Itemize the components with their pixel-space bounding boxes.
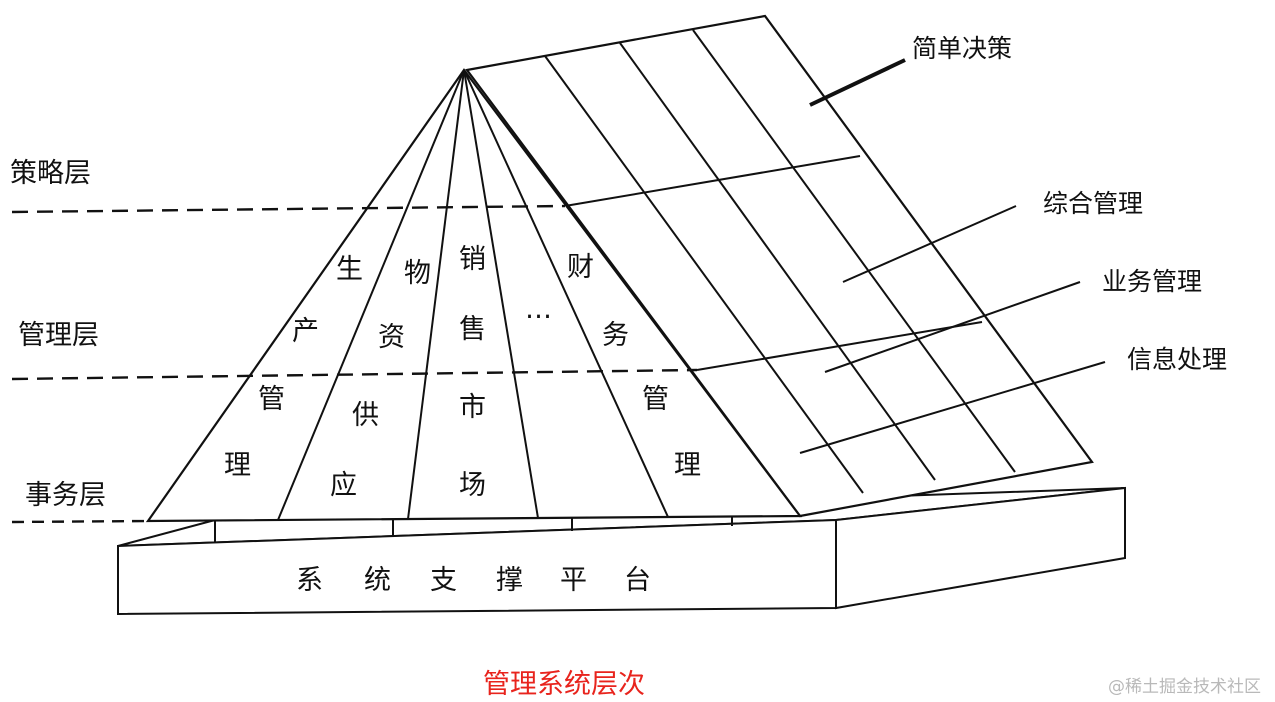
- roof-stripe: [544, 55, 864, 494]
- platform-char: 统: [364, 565, 391, 596]
- platform-char: 台: [624, 565, 651, 596]
- level-label-strategic: 策略层: [10, 158, 91, 189]
- platform-side-face: [835, 486, 1126, 610]
- function-char: 销: [459, 244, 486, 275]
- pyramid: [145, 68, 803, 523]
- operational-separator: [11, 519, 149, 524]
- function-ellipsis: …: [525, 294, 552, 325]
- platform-char: 支: [430, 565, 457, 596]
- function-char: 应: [330, 470, 357, 501]
- level-label-management: 管理层: [18, 320, 99, 351]
- level-separators: [11, 204, 698, 524]
- function-char: 售: [459, 314, 486, 345]
- function-char: 资: [378, 322, 405, 353]
- platform-char: 平: [560, 565, 587, 596]
- function-char: 产: [292, 316, 319, 347]
- function-char: 理: [224, 450, 251, 481]
- strategic-separator: [11, 204, 566, 214]
- management-separator: [11, 368, 698, 381]
- fan-line: [463, 69, 539, 519]
- function-char: 生: [336, 254, 363, 285]
- function-finance: 财 务 管 理: [567, 252, 701, 481]
- watermark: @稀土掘金技术社区: [1108, 677, 1261, 697]
- function-char: 市: [459, 392, 486, 423]
- roof-band-line: [564, 155, 861, 207]
- function-production: 生 产 管 理: [224, 254, 363, 481]
- fan-line: [463, 69, 669, 518]
- function-char: 财: [567, 252, 594, 283]
- function-char: 理: [674, 450, 701, 481]
- leader-simple-decision: [809, 58, 906, 107]
- leader-information-processing: [799, 361, 1106, 454]
- fan-line: [277, 69, 465, 521]
- function-char: 场: [459, 470, 486, 501]
- level-label-operational: 事务层: [25, 480, 106, 511]
- function-char: 物: [404, 258, 431, 289]
- label-information-processing: 信息处理: [1127, 345, 1227, 374]
- roof-stripe: [692, 29, 1016, 473]
- side-annotations: 简单决策 综合管理 业务管理 信息处理: [799, 34, 1227, 454]
- function-char: 供: [352, 400, 379, 431]
- function-char: 务: [602, 320, 629, 351]
- function-sales: 销 售 市 场: [459, 244, 486, 501]
- fan-line: [407, 69, 465, 520]
- leader-business-management: [824, 281, 1081, 373]
- label-simple-decision: 简单决策: [912, 34, 1012, 63]
- label-business-management: 业务管理: [1102, 267, 1202, 296]
- function-materials: 物 资 供 应: [330, 258, 431, 501]
- function-char: 管: [258, 384, 285, 415]
- pyramid-outline: [145, 68, 803, 523]
- platform-char: 系: [296, 565, 323, 596]
- function-char: 管: [642, 384, 669, 415]
- label-integrated-management: 综合管理: [1043, 189, 1143, 218]
- roof-stripe: [619, 42, 936, 481]
- platform-char: 撑: [496, 565, 523, 596]
- roof-band-line: [696, 321, 983, 371]
- platform-label: 系 统 支 撑 平 台: [296, 565, 651, 596]
- diagram-caption: 管理系统层次: [483, 669, 645, 700]
- leader-integrated-management: [842, 205, 1017, 283]
